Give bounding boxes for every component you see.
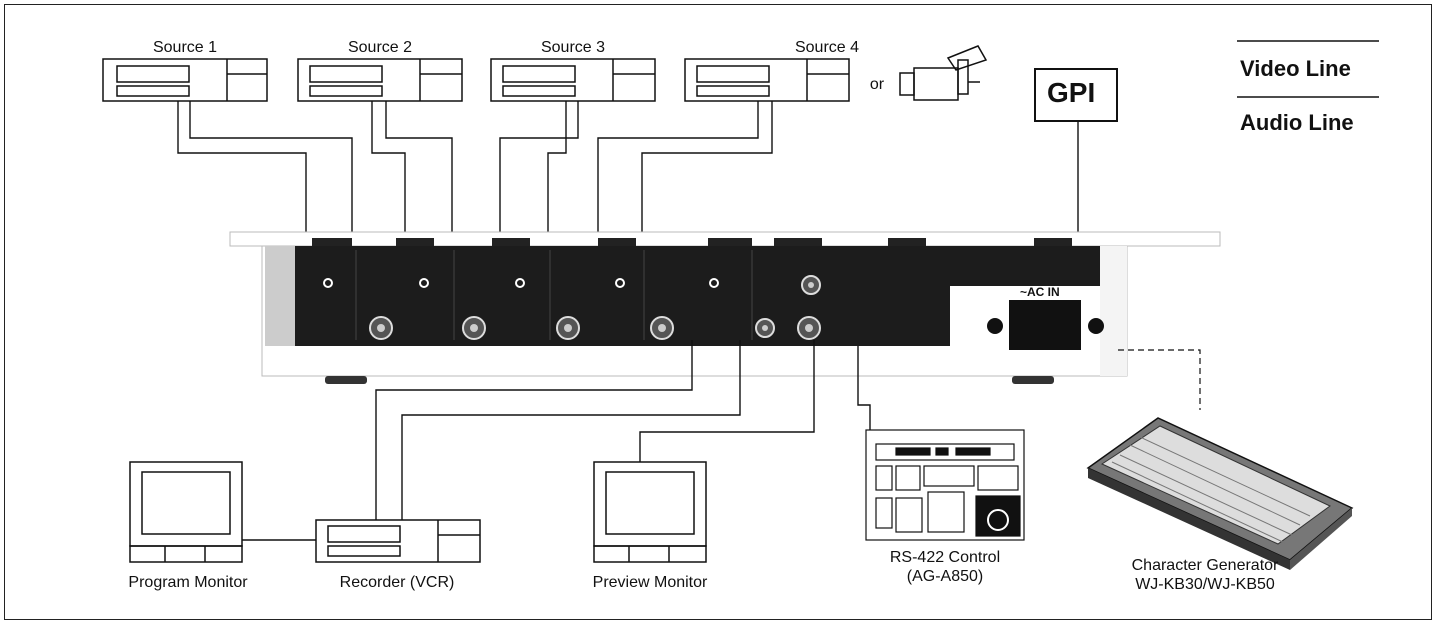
source-4-label: Source 4 bbox=[794, 39, 860, 56]
output-cables bbox=[242, 340, 871, 541]
camcorder-icon bbox=[899, 45, 988, 101]
gpi-label: GPI bbox=[1047, 77, 1096, 108]
legend-audio-label: Audio Line bbox=[1240, 110, 1354, 135]
audio-jacks bbox=[323, 278, 719, 288]
rs422-label-line1: RS-422 Control bbox=[889, 549, 1001, 566]
rs422-label-line2: (AG-A850) bbox=[906, 568, 984, 585]
source-3-label: Source 3 bbox=[540, 39, 606, 56]
source-2-label: Source 2 bbox=[347, 39, 413, 56]
cg-label-line1: Character Generator bbox=[1131, 557, 1279, 574]
program-monitor-label: Program Monitor bbox=[128, 574, 248, 591]
ac-in-label: ~AC IN bbox=[1020, 285, 1060, 299]
character-generator-keyboard bbox=[1086, 417, 1354, 570]
source-1-label: Source 1 bbox=[152, 39, 218, 56]
source-3-vcr bbox=[490, 58, 656, 102]
source-cables bbox=[177, 101, 1079, 286]
legend-video-label: Video Line bbox=[1240, 56, 1351, 81]
program-monitor bbox=[129, 461, 243, 563]
rs422-controller bbox=[865, 429, 1025, 541]
switcher-unit bbox=[229, 231, 1221, 384]
source-4-vcr bbox=[684, 58, 850, 102]
ac-in-socket bbox=[987, 300, 1104, 350]
or-label: or bbox=[869, 76, 885, 93]
recorder-label: Recorder (VCR) bbox=[339, 574, 455, 591]
diagram-frame bbox=[4, 4, 1432, 620]
source-1-vcr bbox=[102, 58, 268, 102]
preview-monitor bbox=[593, 461, 707, 563]
cg-dashed-link bbox=[1118, 349, 1201, 410]
preview-monitor-label: Preview Monitor bbox=[592, 574, 708, 591]
gpi-box bbox=[1034, 68, 1118, 122]
recorder-vcr bbox=[315, 519, 481, 563]
cg-label-line2: WJ-KB30/WJ-KB50 bbox=[1135, 576, 1275, 593]
source-2-vcr bbox=[297, 58, 463, 102]
